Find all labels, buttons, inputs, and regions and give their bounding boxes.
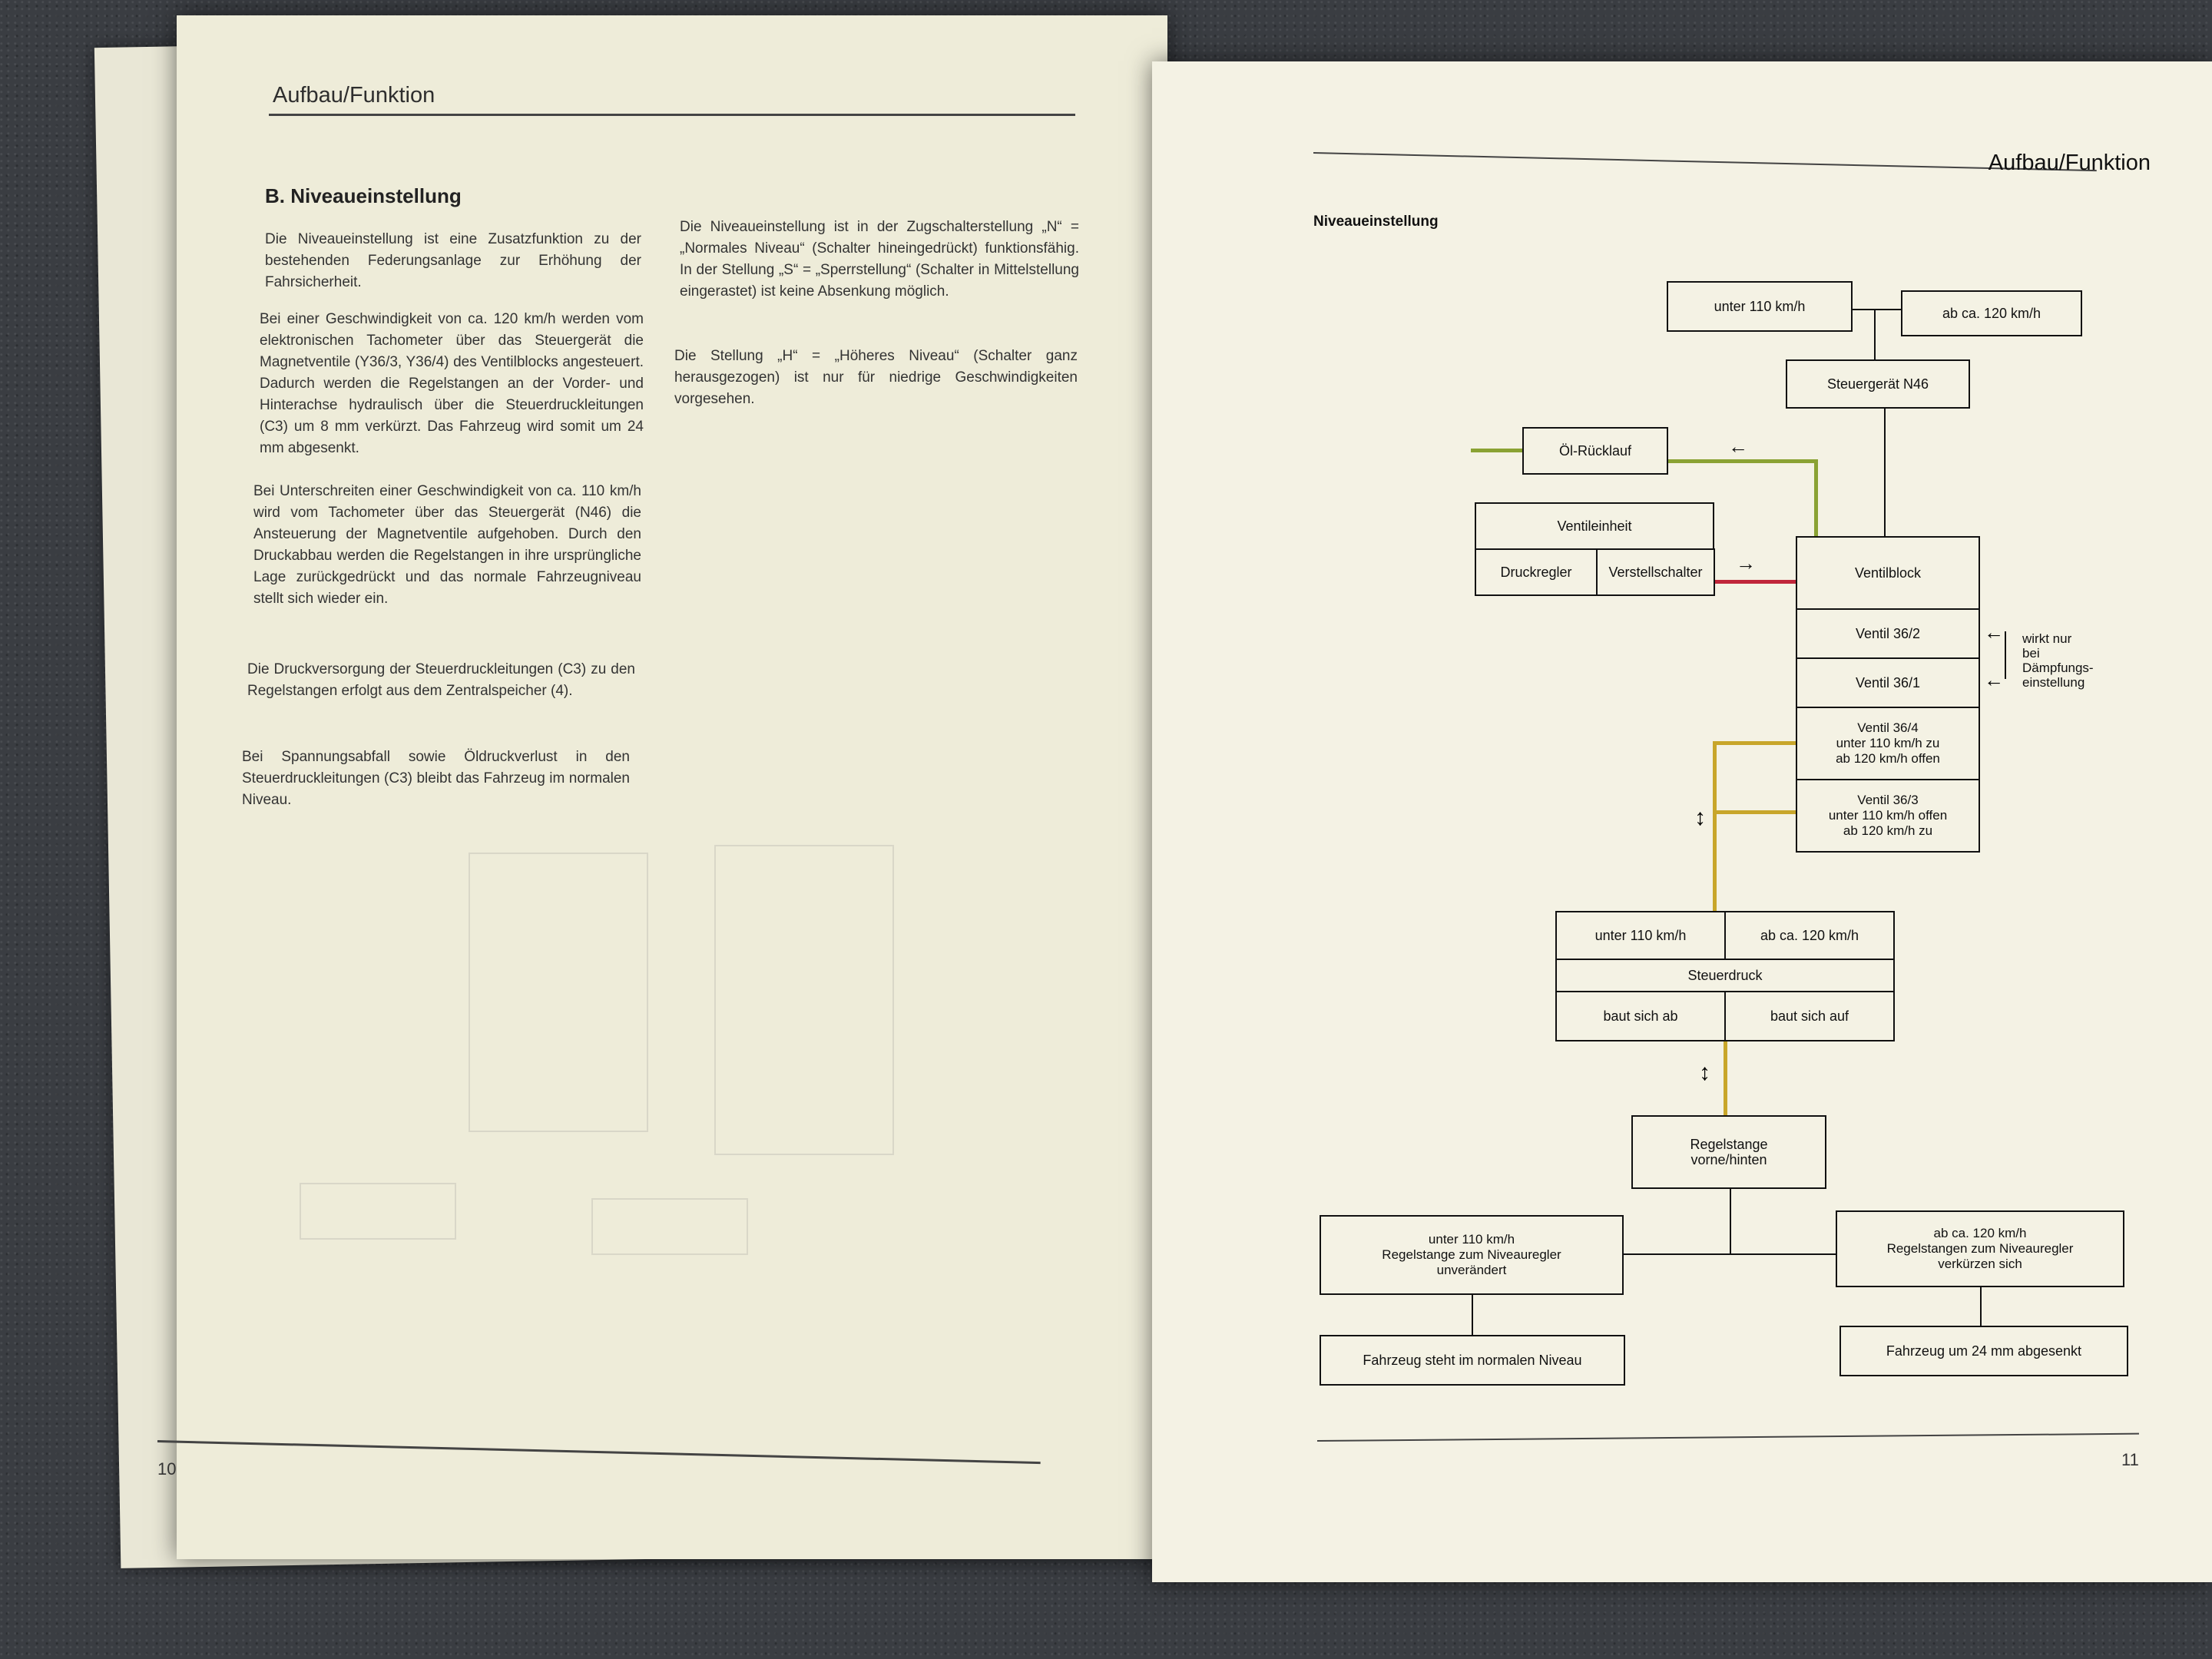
arrow-left-icon: ← (1984, 621, 2004, 644)
note-daempfung: wirkt nur bei Dämpfungs- einstellung (2022, 631, 2094, 690)
footer-rule (157, 1440, 1041, 1465)
connector-line (1980, 1287, 1982, 1326)
header-rule (269, 114, 1075, 116)
left-page: Aufbau/Funktion B. Niveaueinstellung Die… (157, 15, 1167, 1559)
connector-line (1472, 1295, 1473, 1335)
page-header: Aufbau/Funktion (273, 83, 435, 108)
box-ventil-36-1: Ventil 36/1 (1796, 657, 1980, 708)
control-line (1713, 810, 1796, 814)
page-number: 11 (2121, 1450, 2139, 1469)
right-page: Aufbau/Funktion Niveaueinstellung unter … (1152, 61, 2212, 1582)
box-ventil-36-3: Ventil 36/3 unter 110 km/h offen ab 120 … (1796, 779, 1980, 853)
diagram-title: Niveaueinstellung (1313, 214, 1439, 230)
control-line (1713, 741, 1717, 914)
section-title: B. Niveaueinstellung (265, 184, 462, 207)
show-through (469, 853, 648, 1132)
connector-line (1884, 409, 1886, 596)
arrow-right-icon: → (1736, 551, 1756, 575)
paragraph: Die Druckversorgung der Steuerdruckleitu… (247, 661, 635, 699)
oil-return-line (1814, 459, 1818, 596)
box-regelstange: Regelstange vorne/hinten (1631, 1115, 1826, 1189)
paragraph: Bei einer Geschwindigkeit von ca. 120 km… (260, 311, 644, 456)
header-rule (1313, 152, 2097, 172)
box-right-result: ab ca. 120 km/h Regelstangen zum Niveaur… (1836, 1210, 2124, 1287)
footer-rule (1316, 1432, 2139, 1442)
paragraph: Bei Spannungsabfall sowie Öldruckverlust… (242, 749, 630, 808)
page-header: Aufbau/Funktion (1988, 151, 2151, 175)
connector-line (2005, 631, 2006, 679)
paragraph: Die Niveaueinstellung ist in der Zugscha… (680, 219, 1079, 300)
control-line (1713, 741, 1796, 745)
box-oel-ruecklauf: Öl-Rücklauf (1522, 427, 1668, 475)
box-left-final: Fahrzeug steht im normalen Niveau (1320, 1335, 1625, 1386)
box-ventil-36-4: Ventil 36/4 unter 110 km/h zu ab 120 km/… (1796, 707, 1980, 780)
box-right-final: Fahrzeug um 24 mm abgesenkt (1839, 1326, 2128, 1376)
box-ab-120: ab ca. 120 km/h (1901, 290, 2082, 336)
paragraph: Die Niveaueinstellung ist eine Zusatzfun… (265, 231, 641, 290)
box-left-result: unter 110 km/h Regelstange zum Niveaureg… (1320, 1215, 1624, 1295)
connector-line (1730, 1189, 1731, 1253)
paragraph: Die Stellung „H“ = „Höheres Niveau“ (Sch… (674, 348, 1078, 407)
oil-return-line (1668, 459, 1818, 463)
paragraph: Bei Unterschreiten einer Geschwindigkeit… (253, 483, 641, 607)
show-through (714, 845, 894, 1155)
box-baut-auf: baut sich auf (1724, 991, 1895, 1041)
box-steuergeraet: Steuergerät N46 (1786, 359, 1970, 409)
box-druckregler: Druckregler (1475, 548, 1598, 596)
double-arrow-icon: ↕ (1699, 1060, 1710, 1085)
page-number: 10 (157, 1459, 177, 1479)
arrow-left-icon: ← (1984, 668, 2004, 691)
show-through (591, 1198, 748, 1255)
box-sd-ab-120: ab ca. 120 km/h (1724, 911, 1895, 960)
box-ventileinheit: Ventileinheit (1475, 502, 1714, 548)
oil-return-line (1471, 449, 1522, 452)
show-through (300, 1183, 456, 1240)
box-steuerdruck: Steuerdruck (1555, 959, 1895, 992)
control-line (1724, 1041, 1727, 1115)
connector-line (1853, 309, 1901, 310)
pressure-line (1715, 580, 1796, 584)
box-baut-ab: baut sich ab (1555, 991, 1726, 1041)
arrow-left-icon: ← (1728, 435, 1748, 458)
box-unter-110: unter 110 km/h (1667, 281, 1853, 332)
box-ventil-36-2: Ventil 36/2 (1796, 608, 1980, 659)
connector-line (1874, 309, 1876, 361)
connector-line (1622, 1253, 1836, 1255)
box-ventilblock: Ventilblock (1796, 536, 1980, 610)
box-verstellschalter: Verstellschalter (1596, 548, 1715, 596)
double-arrow-icon: ↕ (1694, 805, 1706, 830)
box-sd-unter-110: unter 110 km/h (1555, 911, 1726, 960)
